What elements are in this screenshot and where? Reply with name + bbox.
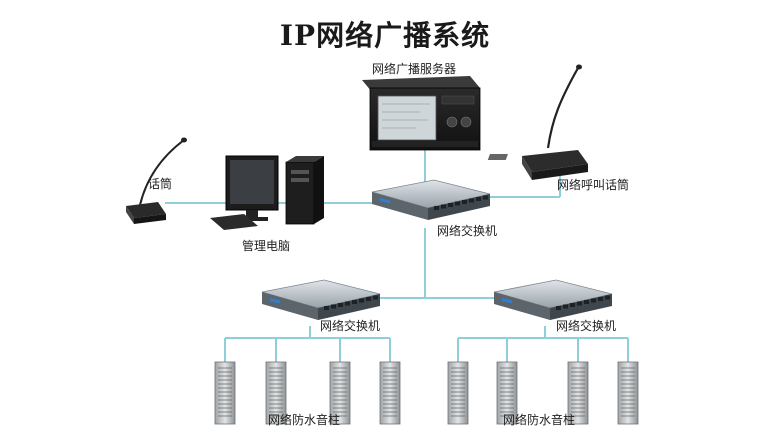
label-switch-main: 网络交换机	[437, 224, 498, 238]
label-server: 网络广播服务器	[372, 62, 457, 76]
label-paging-mic: 网络呼叫话筒	[557, 178, 630, 192]
label-speakers-left: 网络防水音柱	[268, 413, 341, 427]
speaker-column	[447, 361, 469, 425]
speaker-column	[379, 361, 401, 425]
label-switch-left: 网络交换机	[320, 319, 381, 333]
speaker-column	[617, 361, 639, 425]
paging-microphone	[487, 64, 588, 180]
label-pc: 管理电脑	[242, 239, 291, 253]
broadcast-server	[362, 76, 481, 151]
network-switch-left	[261, 279, 381, 321]
pc-keyboard	[210, 214, 258, 230]
desk-microphone	[126, 137, 187, 224]
label-switch-right: 网络交换机	[556, 319, 617, 333]
diagram-title: IP网络广播系统	[279, 19, 491, 52]
network-switch-right	[493, 279, 613, 321]
label-mic: 话筒	[148, 177, 173, 191]
server-screen	[377, 95, 437, 141]
management-pc	[210, 155, 324, 230]
network-switch-main	[371, 179, 491, 221]
label-speakers-right: 网络防水音柱	[503, 413, 576, 427]
speaker-column	[214, 361, 236, 425]
network-links	[165, 150, 629, 362]
